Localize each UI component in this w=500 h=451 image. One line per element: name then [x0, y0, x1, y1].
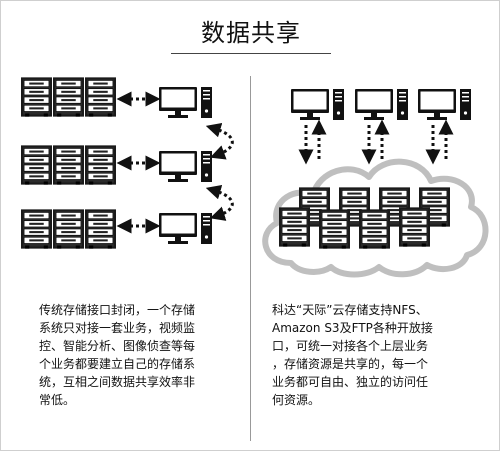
server-group-row-2: [21, 145, 116, 185]
server-rack-icon: [53, 145, 84, 185]
desktop-computer-icon: [159, 87, 212, 118]
title-underline: [171, 53, 331, 54]
server-rack-icon: [21, 77, 52, 117]
server-rack-icon: [85, 209, 116, 249]
server-rack-icon: [399, 207, 430, 247]
center-divider: [250, 76, 251, 441]
server-rack-icon: [319, 209, 350, 249]
server-rack-icon: [21, 209, 52, 249]
curved-dotted-arrow: [205, 122, 234, 160]
server-rack-icon: [21, 145, 52, 185]
server-group-row-3: [21, 209, 116, 249]
desktop-computer-icon: [159, 213, 212, 244]
right-panel: [262, 89, 489, 278]
server-rack-icon: [53, 209, 84, 249]
server-rack-icon: [359, 209, 390, 249]
left-caption: 传统存储接口封闭，一个存储 系统只对接一套业务，视频监 控、智能分析、图像侦查等…: [39, 303, 196, 407]
server-rack-icon: [53, 77, 84, 117]
desktop-computer-icon: [418, 89, 471, 120]
cloud-server-cluster: [279, 187, 450, 249]
server-group-row-1: [21, 77, 116, 117]
right-caption: 科达“天际”云存储支持NFS、 Amazon S3及FTP各种开放接 口，可统一…: [272, 303, 433, 407]
desktop-computer-icon: [355, 89, 408, 120]
server-rack-icon: [279, 207, 310, 247]
curved-dotted-arrow: [205, 184, 234, 221]
server-rack-icon: [85, 145, 116, 185]
left-panel: [21, 77, 234, 249]
server-rack-icon: [85, 77, 116, 117]
desktop-computer-icon: [291, 89, 344, 120]
desktop-computer-icon: [159, 151, 212, 182]
page-title: 数据共享: [201, 19, 301, 47]
